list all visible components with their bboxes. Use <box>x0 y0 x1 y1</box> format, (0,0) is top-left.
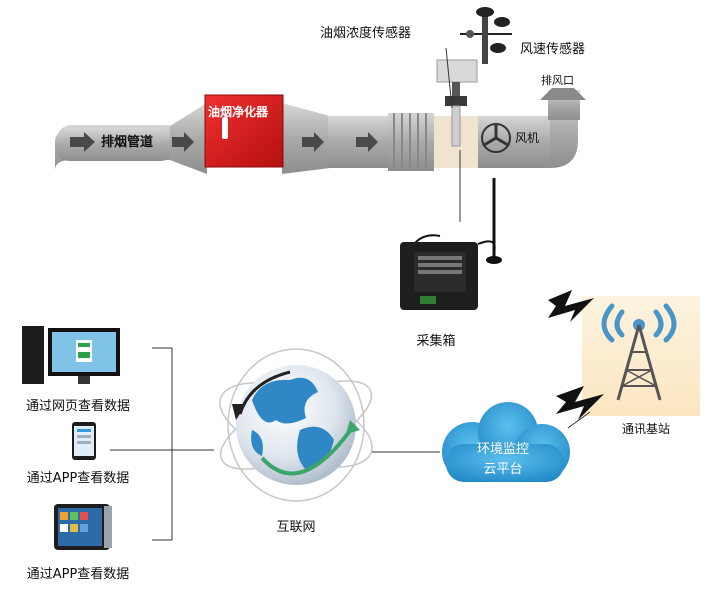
client-label-app-tablet: 通过APP查看数据 <box>26 567 130 582</box>
bellows-joint <box>388 113 434 171</box>
base-station <box>582 296 700 416</box>
internet-label: 互联网 <box>276 520 316 535</box>
base-station-label: 通讯基站 <box>621 422 671 436</box>
purifier-handle <box>222 117 228 139</box>
flow-arrow <box>302 132 324 152</box>
cloud-tower-line <box>567 411 591 429</box>
flow-arrow <box>172 132 194 152</box>
collector-label: 采集箱 <box>416 334 456 349</box>
tablet-icon <box>54 504 112 550</box>
fan-icon <box>481 123 511 153</box>
purifier-label: 油烟净化器 <box>208 105 269 119</box>
cloud-label-line2: 云平台 <box>483 462 523 477</box>
flow-arrow <box>356 132 378 152</box>
smoke-sensor-label: 油烟浓度传感器 <box>320 26 412 41</box>
lightning-icon <box>556 386 604 420</box>
cloud-label-line1: 环境监控 <box>476 442 530 457</box>
fan-label: 风机 <box>515 131 540 145</box>
client-label-app-phone: 通过APP查看数据 <box>26 471 130 486</box>
smartphone-icon <box>72 422 96 460</box>
sensor-leader-line <box>445 47 453 109</box>
flow-arrow <box>70 132 95 152</box>
client-bracket <box>110 347 214 541</box>
collector-box <box>400 178 502 310</box>
internet-globe <box>219 348 373 502</box>
purifier-box <box>204 94 284 168</box>
lightning-icon <box>548 290 594 322</box>
desktop-pc-icon <box>22 326 120 384</box>
wind-speed-sensor <box>460 7 512 64</box>
exhaust-duct <box>55 88 586 174</box>
pipe-label: 排烟管道 <box>101 135 154 150</box>
signal-tower-icon <box>601 303 677 401</box>
smoke-sensor <box>436 47 478 147</box>
wind-sensor-label: 风速传感器 <box>520 42 586 57</box>
exhaust-label: 排风口 <box>541 74 574 87</box>
exhaust-cap <box>540 88 586 100</box>
client-label-web: 通过网页查看数据 <box>25 399 131 414</box>
cloud-platform <box>442 402 570 482</box>
